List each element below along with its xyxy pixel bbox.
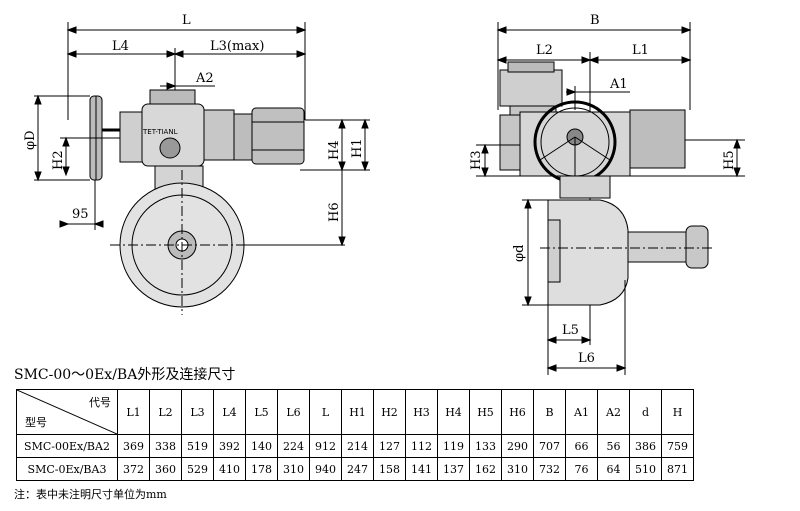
label-phid: φd xyxy=(512,245,527,262)
value-cell: 158 xyxy=(373,457,406,481)
table-note: 注：表中未注明尺寸单位为mm xyxy=(14,488,167,501)
corner-diagonal xyxy=(17,390,117,434)
value-cell: 56 xyxy=(597,434,630,458)
value-cell: 940 xyxy=(309,457,342,481)
value-cell: 127 xyxy=(373,434,406,458)
value-cell: 140 xyxy=(245,434,278,458)
value-cell: 369 xyxy=(117,434,150,458)
column-header: H1 xyxy=(341,389,374,435)
column-header: L5 xyxy=(245,389,278,435)
corner-code-label: 代号 xyxy=(89,396,111,409)
value-cell: 247 xyxy=(341,457,374,481)
label-L6: L6 xyxy=(578,351,595,366)
value-cell: 162 xyxy=(469,457,502,481)
label-L5: L5 xyxy=(562,323,579,338)
value-cell: 178 xyxy=(245,457,278,481)
value-cell: 410 xyxy=(213,457,246,481)
label-L3: L3(max) xyxy=(210,39,264,54)
value-cell: 338 xyxy=(149,434,182,458)
value-cell: 529 xyxy=(181,457,214,481)
column-header: H4 xyxy=(437,389,470,435)
value-cell: 112 xyxy=(405,434,438,458)
label-H5: H5 xyxy=(722,150,737,170)
value-cell: 871 xyxy=(661,457,694,481)
value-cell: 290 xyxy=(501,434,534,458)
nameplate-text: TET-TIANL xyxy=(142,128,178,136)
value-cell: 66 xyxy=(565,434,598,458)
value-cell: 310 xyxy=(501,457,534,481)
label-H1: H1 xyxy=(350,138,365,158)
column-header: L2 xyxy=(149,389,182,435)
corner-model-label: 型号 xyxy=(25,416,47,429)
value-cell: 912 xyxy=(309,434,342,458)
label-B: B xyxy=(590,13,600,28)
value-cell: 510 xyxy=(629,457,662,481)
value-cell: 519 xyxy=(181,434,214,458)
value-cell: 360 xyxy=(149,457,182,481)
label-L1: L1 xyxy=(632,43,649,58)
column-header: A1 xyxy=(565,389,598,435)
column-header: L6 xyxy=(277,389,310,435)
column-header: L3 xyxy=(181,389,214,435)
column-header: H xyxy=(661,389,694,435)
label-H2: H2 xyxy=(51,150,66,170)
label-H3: H3 xyxy=(469,150,484,170)
column-header: d xyxy=(629,389,662,435)
value-cell: 141 xyxy=(405,457,438,481)
column-header: H5 xyxy=(469,389,502,435)
label-L4: L4 xyxy=(112,39,129,54)
table-caption: SMC-00～0Ex/BA外形及连接尺寸 xyxy=(14,367,236,383)
label-95: 95 xyxy=(72,207,89,222)
column-header: H3 xyxy=(405,389,438,435)
value-cell: 759 xyxy=(661,434,694,458)
label-H4: H4 xyxy=(327,140,342,160)
label-A2: A2 xyxy=(195,71,214,86)
label-L: L xyxy=(182,13,191,28)
model-cell: SMC-00Ex/BA2 xyxy=(16,434,118,458)
value-cell: 76 xyxy=(565,457,598,481)
table-corner-cell: 代号 型号 xyxy=(16,389,118,435)
value-cell: 133 xyxy=(469,434,502,458)
value-cell: 310 xyxy=(277,457,310,481)
label-A1: A1 xyxy=(609,77,628,92)
column-header: L4 xyxy=(213,389,246,435)
value-cell: 386 xyxy=(629,434,662,458)
column-header: H2 xyxy=(373,389,406,435)
model-cell: SMC-0Ex/BA3 xyxy=(16,457,118,481)
label-L2: L2 xyxy=(536,43,553,58)
column-header: L1 xyxy=(117,389,150,435)
column-header: A2 xyxy=(597,389,630,435)
value-cell: 64 xyxy=(597,457,630,481)
value-cell: 224 xyxy=(277,434,310,458)
value-cell: 732 xyxy=(533,457,566,481)
column-header: L xyxy=(309,389,342,435)
column-header: B xyxy=(533,389,566,435)
label-H6: H6 xyxy=(327,202,342,222)
value-cell: 214 xyxy=(341,434,374,458)
column-header: H6 xyxy=(501,389,534,435)
value-cell: 137 xyxy=(437,457,470,481)
value-cell: 119 xyxy=(437,434,470,458)
label-phiD: φD xyxy=(23,130,38,150)
value-cell: 707 xyxy=(533,434,566,458)
value-cell: 392 xyxy=(213,434,246,458)
value-cell: 372 xyxy=(117,457,150,481)
